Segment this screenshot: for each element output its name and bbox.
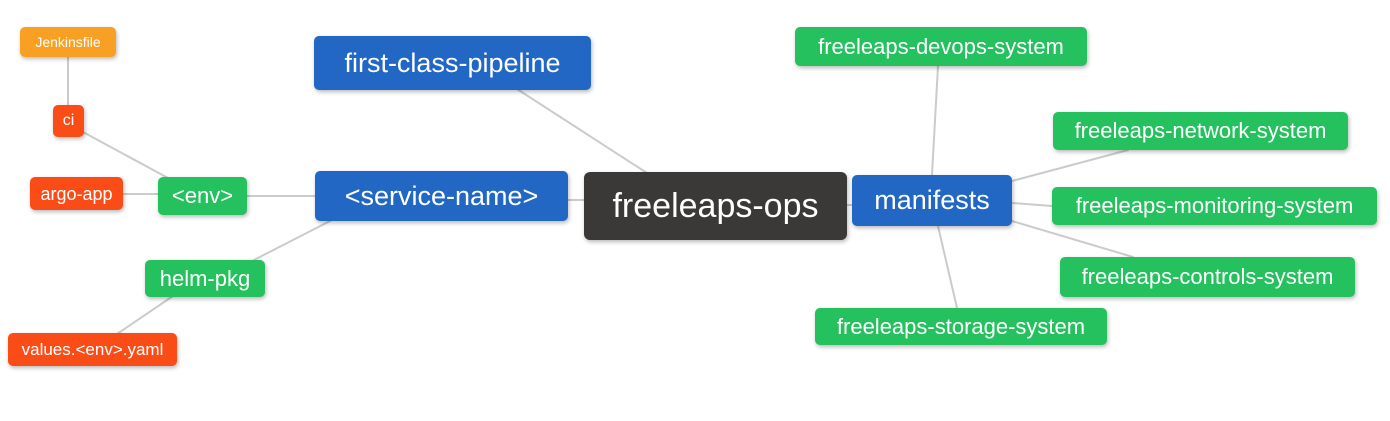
node-freeleaps-ops-root[interactable]: freeleaps-ops bbox=[584, 172, 847, 240]
node-values-env-yaml[interactable]: values.<env>.yaml bbox=[8, 333, 177, 366]
node-freeleaps-controls-system[interactable]: freeleaps-controls-system bbox=[1060, 257, 1355, 297]
node-env[interactable]: <env> bbox=[158, 177, 247, 215]
node-service-name[interactable]: <service-name> bbox=[315, 171, 568, 221]
node-manifests[interactable]: manifests bbox=[852, 175, 1012, 226]
edge-manifests-storage bbox=[937, 225, 958, 309]
node-ci[interactable]: ci bbox=[53, 105, 84, 137]
edge-manifests-controls bbox=[1011, 220, 1134, 258]
edge-helm-pkg-values bbox=[116, 295, 174, 335]
edge-manifests-monitoring bbox=[1011, 202, 1053, 207]
node-argo-app[interactable]: argo-app bbox=[30, 177, 123, 210]
node-freeleaps-monitoring-system[interactable]: freeleaps-monitoring-system bbox=[1052, 187, 1377, 225]
node-jenkinsfile[interactable]: Jenkinsfile bbox=[20, 27, 116, 57]
node-helm-pkg[interactable]: helm-pkg bbox=[145, 260, 265, 297]
edge-pipeline-ops bbox=[516, 88, 648, 174]
edge-manifests-network bbox=[1011, 149, 1129, 182]
edge-service-name-helm-pkg bbox=[249, 219, 333, 263]
edge-manifests-devops bbox=[931, 65, 939, 176]
edge-ci-env bbox=[82, 131, 169, 179]
node-first-class-pipeline[interactable]: first-class-pipeline bbox=[314, 36, 591, 90]
node-freeleaps-network-system[interactable]: freeleaps-network-system bbox=[1053, 112, 1348, 150]
node-freeleaps-devops-system[interactable]: freeleaps-devops-system bbox=[795, 27, 1087, 66]
node-freeleaps-storage-system[interactable]: freeleaps-storage-system bbox=[815, 308, 1107, 345]
